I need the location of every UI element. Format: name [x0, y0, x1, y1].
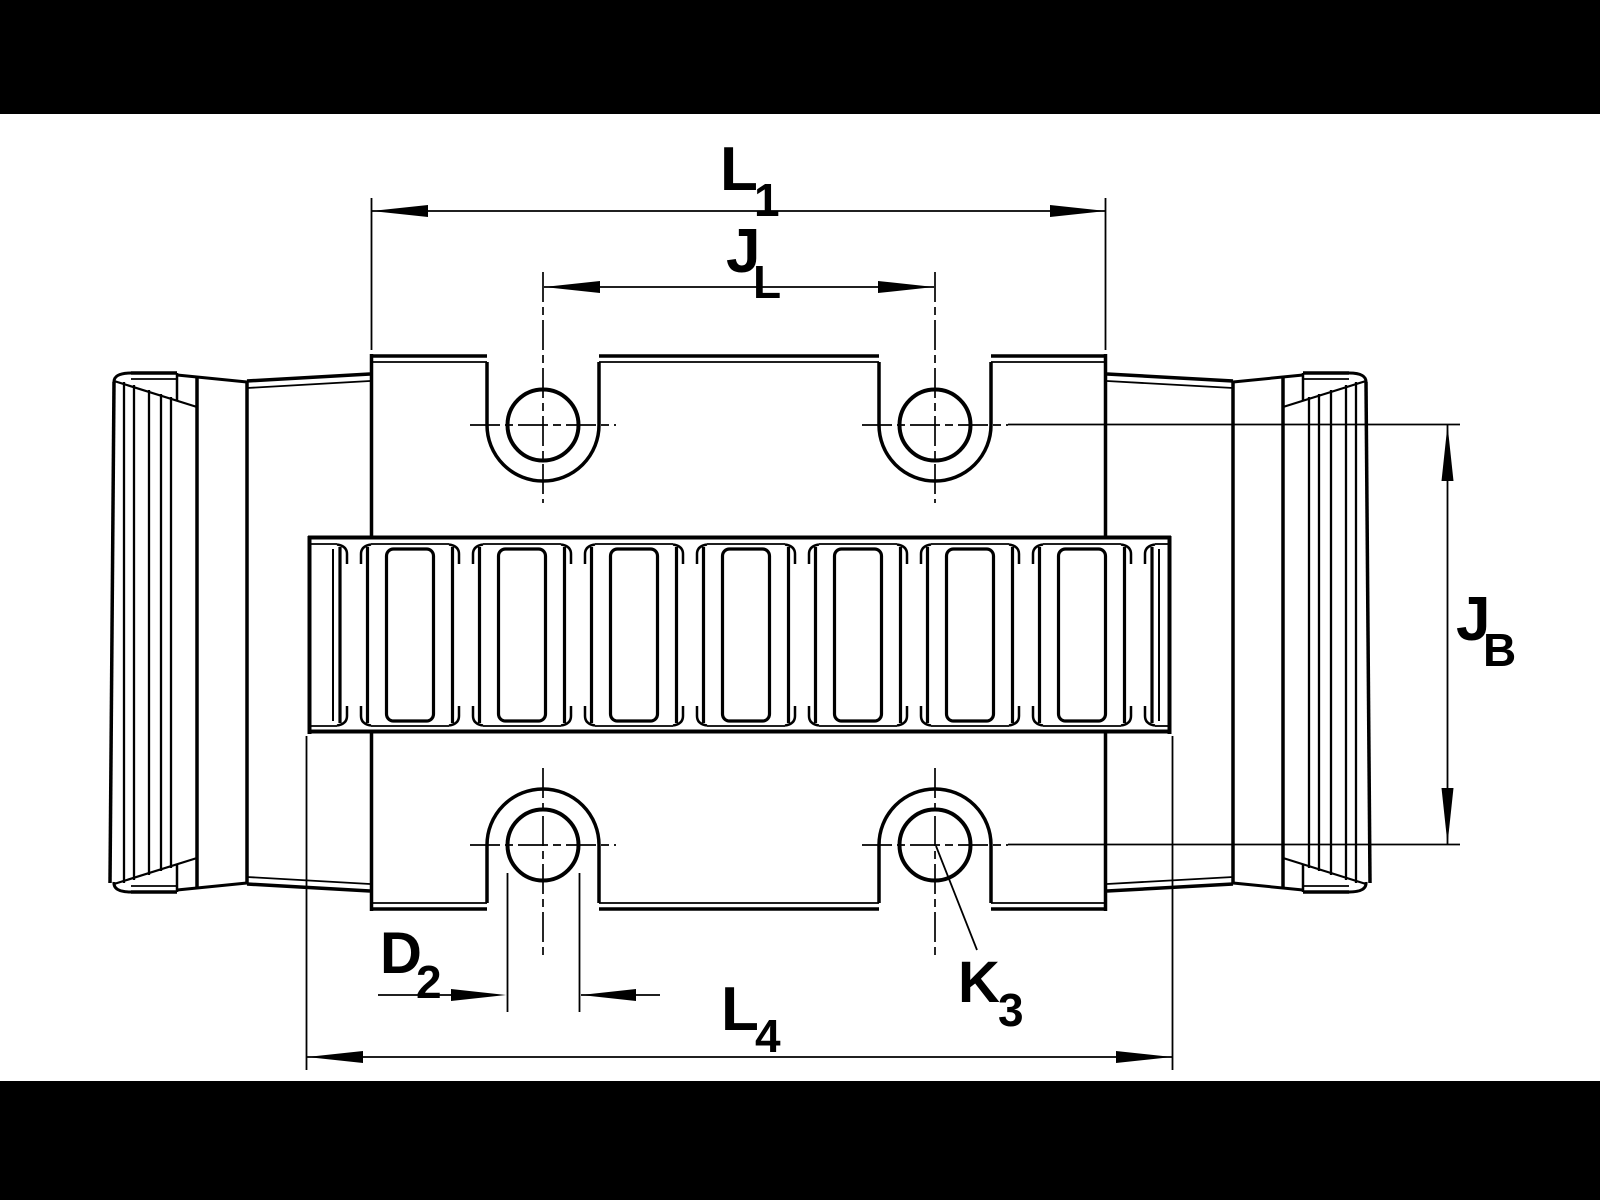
roller-band-internals	[310, 543, 1169, 727]
dimension-jl	[544, 281, 934, 293]
dim-label-jl: JL	[726, 217, 781, 308]
dim-label-d2: D2	[380, 921, 442, 1008]
right-end-cap	[1232, 371, 1372, 894]
dim-label-l1: L1	[720, 135, 780, 226]
hole-centerlines	[470, 272, 1008, 958]
leader-k3	[935, 845, 978, 951]
roller-band	[307, 535, 1172, 734]
dimension-d2	[378, 873, 660, 1012]
carriage-plate	[369, 354, 1108, 911]
bearing-body-block	[245, 372, 1235, 893]
dimension-l1	[370, 198, 1107, 350]
dim-label-jb: JB	[1456, 585, 1516, 676]
left-end-cap	[108, 371, 248, 894]
dimension-labels: L1 JL JB D2 K3 L4	[380, 135, 1516, 1062]
dim-label-k3: K3	[958, 950, 1024, 1036]
dimension-l4	[305, 736, 1174, 1070]
dim-label-l4: L4	[721, 975, 781, 1062]
drawing-paper	[0, 114, 1600, 1081]
dimension-jb	[1008, 423, 1460, 846]
